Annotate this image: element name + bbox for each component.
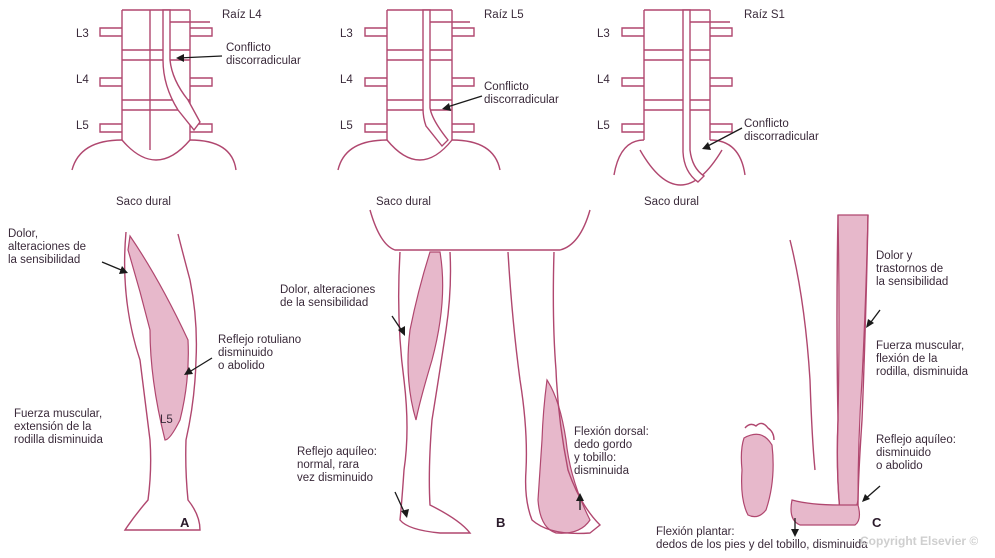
conflict-label-a: Conflicto discorradicular: [226, 42, 301, 68]
level-l5-b: L5: [340, 120, 353, 132]
pain-label-c: Dolor y trastornos de la sensibilidad: [876, 250, 948, 289]
pain-label-b: Dolor, alteraciones de la sensibilidad: [280, 284, 375, 310]
sac-label-a: Saco dural: [116, 196, 171, 209]
level-l3-b: L3: [340, 28, 353, 40]
sac-label-b: Saco dural: [376, 196, 431, 209]
conflict-label-b: Conflicto discorradicular: [484, 81, 559, 107]
conflict-label-c: Conflicto discorradicular: [744, 118, 819, 144]
dermatome-label-a: L5: [160, 414, 173, 427]
sac-label-c: Saco dural: [644, 196, 699, 209]
level-l3-a: L3: [76, 28, 89, 40]
level-l4-a: L4: [76, 74, 89, 86]
reflex-label-b: Reflejo aquíleo: normal, rara vez dismin…: [297, 446, 377, 485]
watermark: Copyright Elsevier ©: [860, 534, 978, 548]
spine-b: [338, 10, 500, 170]
plantar-label-c: Flexión plantar: dedos de los pies y del…: [656, 526, 868, 552]
spine-c: [614, 10, 745, 185]
leg-a: [125, 232, 200, 530]
strength-label-a: Fuerza muscular, extensión de la rodilla…: [14, 408, 103, 447]
spine-a: [72, 10, 236, 170]
reflex-label-a: Reflejo rotuliano disminuido o abolido: [218, 334, 301, 373]
root-label-c: Raíz S1: [744, 9, 785, 22]
root-label-a: Raíz L4: [222, 9, 262, 22]
panel-letter-b: B: [496, 515, 505, 530]
level-l5-c: L5: [597, 120, 610, 132]
leg-c: [741, 215, 868, 525]
level-l4-c: L4: [597, 74, 610, 86]
leg-b: [370, 210, 600, 533]
panel-letter-c: C: [872, 515, 881, 530]
level-l4-b: L4: [340, 74, 353, 86]
strength-label-b: Flexión dorsal: dedo gordo y tobillo: di…: [574, 426, 649, 478]
level-l3-c: L3: [597, 28, 610, 40]
panel-letter-a: A: [180, 515, 189, 530]
pain-label-a: Dolor, alteraciones de la sensibilidad: [8, 228, 86, 267]
reflex-label-c: Reflejo aquíleo: disminuido o abolido: [876, 434, 956, 473]
root-label-b: Raíz L5: [484, 9, 524, 22]
level-l5-a: L5: [76, 120, 89, 132]
strength-label-c: Fuerza muscular, flexión de la rodilla, …: [876, 340, 968, 379]
